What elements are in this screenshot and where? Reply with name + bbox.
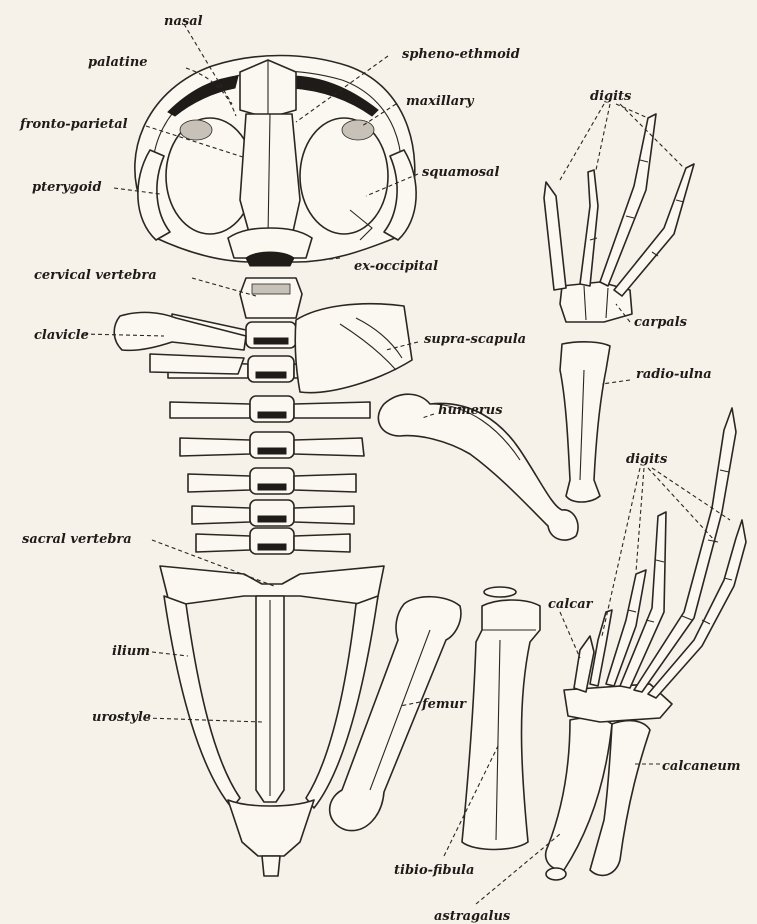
ischium-pubis (228, 800, 314, 856)
label-nasal: nasal (164, 14, 203, 29)
label-astragalus: astragalus (434, 909, 511, 924)
label-spheno-ethmoid: spheno-ethmoid (402, 47, 520, 62)
coracoid (150, 354, 244, 374)
hand-digit-1 (544, 182, 566, 290)
radio-ulna-bone (560, 342, 610, 502)
label-carpals: carpals (634, 315, 688, 330)
label-palatine: palatine (88, 55, 148, 70)
vertebra-7 (192, 500, 354, 526)
label-fronto-parietal: fronto-parietal (19, 117, 128, 132)
label-digits-hand: digits (590, 89, 632, 104)
label-maxillary: maxillary (406, 94, 475, 109)
label-ex-occipital: ex-occipital (354, 259, 438, 274)
label-humerus: humerus (438, 403, 503, 418)
label-calcar: calcar (548, 597, 594, 612)
label-squamosal: squamosal (422, 165, 499, 180)
label-sacral-vertebra: sacral vertebra (22, 532, 132, 547)
label-supra-scapula: supra-scapula (424, 332, 526, 347)
label-urostyle: urostyle (92, 710, 151, 725)
label-femur: femur (421, 697, 467, 712)
tibio-fibula-bone (462, 600, 540, 850)
tibio-fibula-epiphysis (484, 587, 516, 597)
label-calcaneum: calcaneum (662, 759, 741, 774)
tibio-fibula (462, 587, 540, 850)
skull (135, 56, 416, 267)
foramen-magnum (246, 252, 294, 266)
label-radio-ulna: radio-ulna (636, 367, 712, 382)
label-clavicle: clavicle (34, 328, 89, 343)
ilium-left (164, 596, 240, 808)
label-cervical-vertebra: cervical vertebra (34, 268, 157, 283)
vertebra-5 (180, 432, 364, 458)
label-digits-foot: digits (626, 452, 668, 467)
vertebra-6 (188, 468, 356, 494)
label-ilium: ilium (112, 644, 150, 659)
hand-digit-2 (580, 170, 598, 286)
label-tibio-fibula: tibio-fibula (394, 863, 474, 878)
label-pterygoid: pterygoid (32, 180, 102, 195)
pelvic-girdle (164, 596, 378, 876)
vertebra-4 (170, 396, 370, 422)
pubic-point (262, 856, 280, 876)
vertebra-8 (196, 528, 350, 554)
foot-digit-2 (606, 570, 646, 686)
astragalus-head (546, 868, 566, 880)
